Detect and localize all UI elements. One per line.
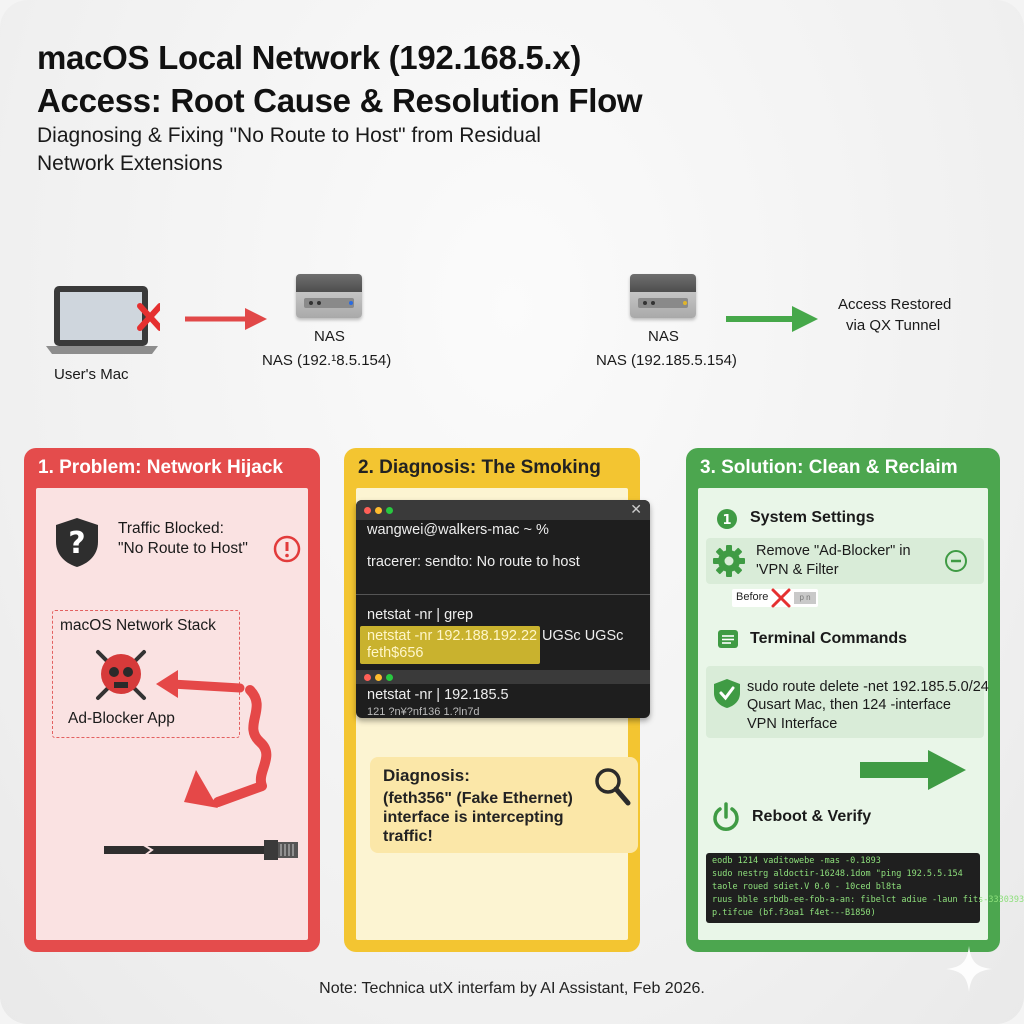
alert-icon (273, 535, 301, 563)
step3-title: Reboot & Verify (752, 808, 872, 825)
after-label: p n (794, 592, 816, 604)
highlighted-route (360, 626, 540, 664)
skull-icon (96, 650, 146, 700)
code-line: sudo nestrg aldoctir-16248.1dom "ping 19… (712, 869, 963, 879)
terminal-second-bar (356, 670, 650, 684)
terminal-route-flags: UGSc UGSc (542, 628, 624, 644)
step2-box (706, 666, 984, 738)
shield-question-icon: ? (56, 518, 98, 567)
magnifier-icon (595, 768, 631, 806)
laptop-icon (46, 286, 160, 354)
diagnosis-callout: Diagnosis: (feth356" (Fake Ethernet) int… (370, 757, 638, 853)
step1-line-1: Remove "Ad-Blocker" in (756, 543, 911, 559)
nas-label-1: NAS (314, 328, 345, 345)
terminal-highlight-line-1: netstat -nr 192.188.192.22 (367, 628, 538, 644)
diagnosis-title: Diagnosis: (383, 766, 470, 785)
gear-icon (713, 545, 745, 577)
diagnosis-line-3: traffic! (383, 828, 433, 845)
close-x-icon[interactable]: ✕ (630, 501, 642, 517)
restored-arrow-icon (726, 306, 818, 332)
code-line: p.tifcue (bf.f3oa1 f4et---B1850) (712, 908, 876, 918)
step2-line-2: Qusart Mac, then 124 -interface (747, 697, 951, 713)
before-label: Before (736, 591, 769, 603)
solution-panel-header: 3. Solution: Clean & Reclaim (700, 457, 958, 478)
svg-text:1: 1 (722, 513, 731, 528)
terminal-highlight-line-2: feth$656 (367, 645, 424, 661)
nas-label-2: NAS (648, 328, 679, 345)
terminal-commands-icon (718, 630, 738, 648)
ad-blocker-label: Ad-Blocker App (68, 710, 175, 727)
verify-code-block: eodb 1214 vaditowebe -mas -0.1893 sudo n… (706, 853, 1024, 923)
nas-device-icon (296, 274, 362, 318)
before-after-toggle: Before p n (732, 588, 818, 608)
network-stack-box (52, 610, 240, 738)
step2-line-3: VPN Interface (747, 716, 838, 732)
subtitle-line-2: Network Extensions (37, 152, 223, 175)
cross-icon (771, 588, 791, 608)
nas-ip-2: NAS (192.185.5.154) (596, 352, 737, 369)
step1-title: System Settings (750, 509, 875, 526)
footer-note: Note: Technica utX interfam by AI Assist… (319, 980, 705, 997)
proceed-arrow-icon (860, 750, 966, 790)
terminal-prompt: wangwei@walkers-mac ~ % (367, 522, 549, 538)
terminal-cmd-second: netstat -nr | 192.185.5 (367, 687, 509, 703)
terminal-cmd-grep: netstat -nr | grep (367, 607, 474, 623)
terminal-cut-line: 121 ?n¥?nf136 1.?ln7d (367, 706, 480, 718)
step-one-icon: 1 (717, 509, 737, 529)
ethernet-cable-icon (104, 840, 298, 860)
code-line: ruus bble srbdb-ee-fob-a-an: fibelct adi… (712, 895, 1024, 905)
step2-title: Terminal Commands (750, 630, 908, 647)
sparkle-icon (946, 946, 992, 992)
step1-line-2: 'VPN & Filter (756, 562, 839, 578)
minimize-dot-icon[interactable] (375, 507, 382, 514)
page-title: macOS Local Network (192.168.5.x) Access… (37, 36, 643, 122)
restored-label-2: via QX Tunnel (846, 317, 941, 334)
terminal-divider (356, 594, 650, 595)
nas-ip-1: NAS (192.¹8.5.154) (262, 352, 392, 369)
maximize-dot-icon[interactable] (386, 507, 393, 514)
diagnosis-panel-header: 2. Diagnosis: The Smoking Gun (358, 457, 601, 518)
diagnosis-line-1: (feth356" (Fake Ethernet) (383, 790, 573, 807)
terminal-titlebar: ✕ (356, 500, 650, 520)
power-icon (713, 802, 739, 831)
subtitle-line-1: Diagnosing & Fixing "No Route to Host" f… (37, 124, 541, 147)
problem-panel-header: 1. Problem: Network Hijack (38, 457, 283, 478)
step2-line-1: sudo route delete -net 192.185.5.0/24 (747, 679, 989, 695)
blocked-arrow-icon (185, 308, 267, 330)
step1-box (706, 538, 984, 584)
hijack-arrow-icon (156, 670, 272, 808)
svg-text:?: ? (68, 526, 85, 561)
shield-check-icon (714, 679, 740, 708)
terminal-traceroute: tracerer: sendto: No route to host (367, 554, 580, 570)
nas-device-icon (630, 274, 696, 318)
restored-label-1: Access Restored (838, 296, 952, 313)
page-subtitle: Diagnosing & Fixing "No Route to Host" f… (37, 122, 657, 178)
blocked-line-1: Traffic Blocked: (118, 520, 224, 537)
title-line-1: macOS Local Network (192.168.5.x) (37, 39, 582, 76)
title-line-2: Access: Root Cause & Resolution Flow (37, 82, 643, 119)
code-line: eodb 1214 vaditowebe -mas -0.1893 (712, 856, 881, 866)
terminal-window: ✕ wangwei@walkers-mac ~ % tracerer: send… (356, 500, 650, 718)
mac-label: User's Mac (54, 366, 129, 383)
blocked-line-2: "No Route to Host" (118, 540, 248, 557)
remove-icon[interactable] (944, 549, 968, 573)
code-line: taole roued sdiet.V 0.0 - 10ced bl8ta (712, 882, 902, 892)
diagnosis-line-2: interface is intercepting (383, 809, 564, 826)
network-stack-label: macOS Network Stack (60, 617, 216, 634)
close-dot-icon[interactable] (364, 507, 371, 514)
